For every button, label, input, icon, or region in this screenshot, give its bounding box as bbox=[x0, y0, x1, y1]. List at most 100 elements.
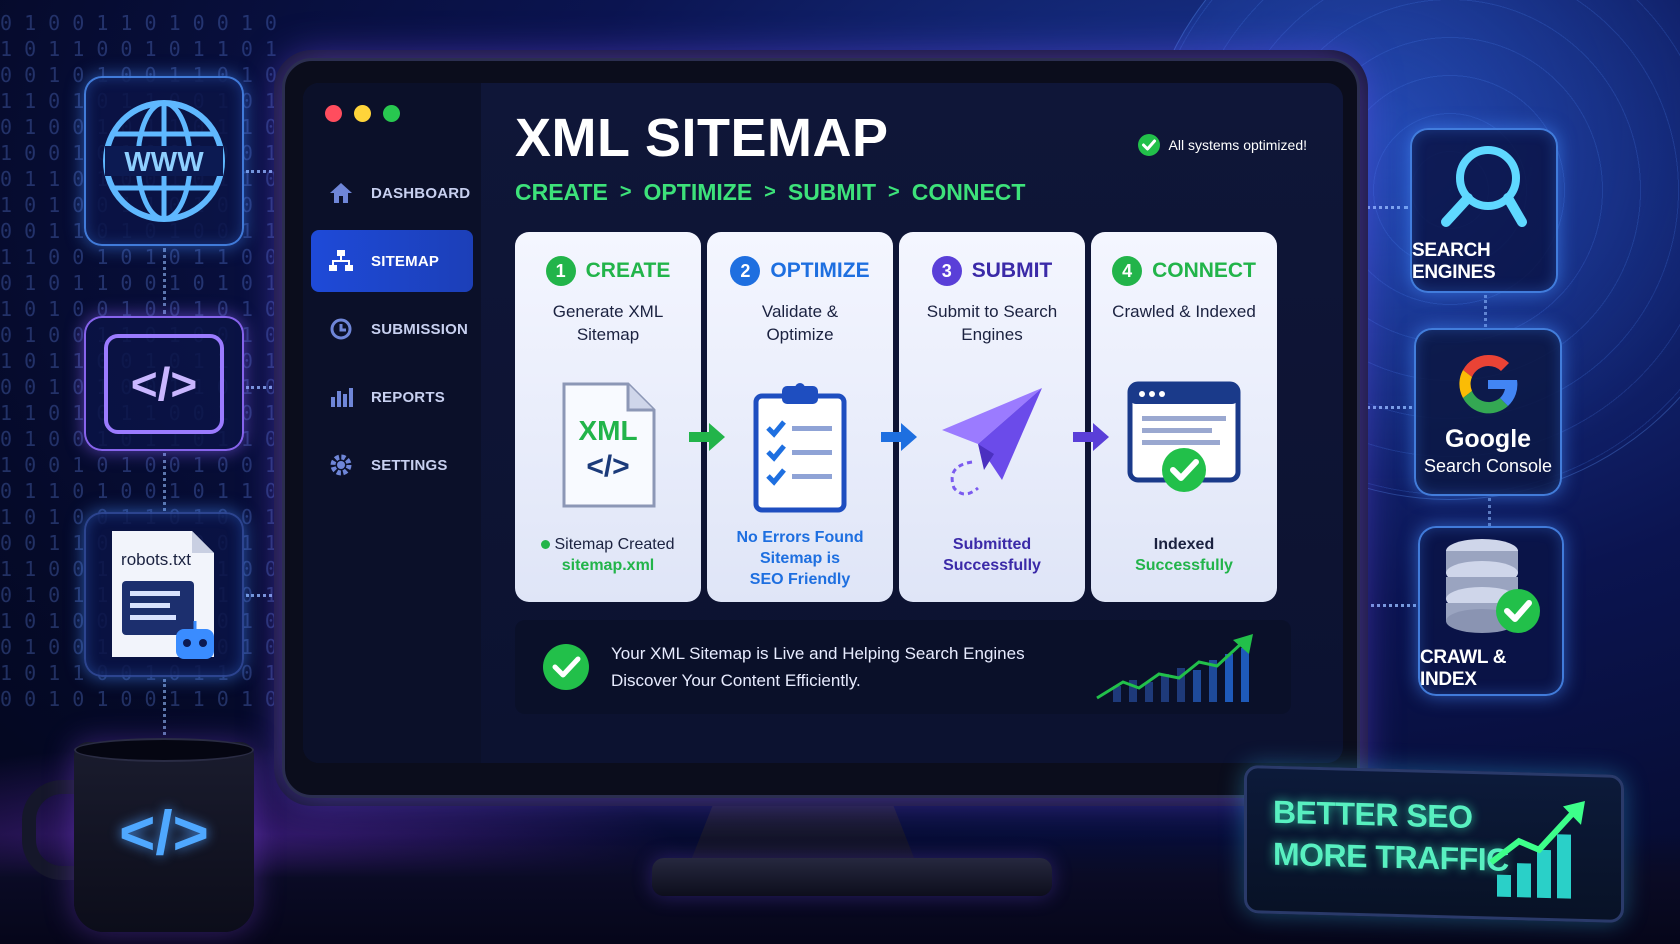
step-card-connect[interactable]: 4 CONNECT Crawled & Indexed bbox=[1091, 232, 1277, 602]
sitemap-icon bbox=[327, 247, 355, 275]
svg-text:robots.txt: robots.txt bbox=[121, 550, 191, 569]
magnifier-icon bbox=[1441, 145, 1527, 227]
connector-line bbox=[163, 248, 166, 314]
sidebar: DASHBOARD SITEMAP SUBMISSION bbox=[303, 83, 481, 763]
status-text: All systems optimized! bbox=[1168, 137, 1307, 153]
bar-chart-icon bbox=[327, 383, 355, 411]
sidebar-item-label: SETTINGS bbox=[371, 456, 448, 474]
gear-icon bbox=[327, 451, 355, 479]
sidebar-item-submission[interactable]: SUBMISSION bbox=[311, 298, 473, 360]
step-result-line2: Sitemap is bbox=[759, 550, 841, 567]
arrow-right-icon bbox=[687, 420, 727, 459]
crawl-index-tile: CRAWL & INDEX bbox=[1418, 526, 1564, 696]
step-header: 3 SUBMIT bbox=[899, 256, 1085, 286]
step-title: CREATE bbox=[585, 259, 671, 282]
step-result: Indexed Successfully bbox=[1091, 534, 1277, 576]
svg-text:WWW: WWW bbox=[124, 146, 204, 177]
connector-line bbox=[246, 594, 284, 597]
crawl-index-label: CRAWL & INDEX bbox=[1420, 647, 1507, 690]
status-dot-icon bbox=[541, 540, 551, 549]
sidebar-item-label: DASHBOARD bbox=[371, 184, 471, 202]
mug-code-icon: </> bbox=[119, 799, 209, 868]
breadcrumb: CREATE > OPTIMIZE > SUBMIT > CONNECT bbox=[515, 179, 1317, 206]
growth-arrow-icon bbox=[1489, 800, 1585, 899]
search-engines-label: SEARCH ENGINES bbox=[1412, 239, 1496, 283]
connector-line bbox=[246, 386, 284, 389]
step-number-badge: 1 bbox=[545, 256, 576, 286]
seo-line1: BETTER SEO bbox=[1273, 793, 1473, 836]
main-content: XML SITEMAP All systems optimized! CREAT… bbox=[481, 83, 1343, 763]
breadcrumb-separator: > bbox=[619, 181, 632, 203]
step-result: Sitemap Created sitemap.xml bbox=[515, 534, 701, 576]
svg-text:</>: </> bbox=[586, 450, 629, 483]
connector-line bbox=[1360, 604, 1416, 607]
sidebar-item-reports[interactable]: REPORTS bbox=[311, 366, 473, 428]
minimize-window-button[interactable] bbox=[354, 105, 371, 122]
seo-slogan: BETTER SEO MORE TRAFFIC bbox=[1273, 791, 1509, 881]
step-card-submit[interactable]: 3 SUBMIT Submit to Search Engines bbox=[899, 232, 1109, 602]
connector-line bbox=[1484, 295, 1487, 327]
maximize-window-button[interactable] bbox=[383, 105, 400, 122]
google-label: Google bbox=[1444, 425, 1532, 453]
breadcrumb-separator: > bbox=[888, 181, 900, 203]
step-result: No Errors Found Sitemap is SEO Friendly bbox=[707, 527, 893, 590]
monitor-stand bbox=[688, 798, 918, 868]
step-result-line1: Submitted bbox=[952, 536, 1032, 553]
banner-line2: Discover Your Content Efficiently. bbox=[611, 671, 861, 690]
xml-file-icon: XML </> bbox=[515, 380, 701, 510]
step-result-line2: Successfully bbox=[943, 557, 1041, 574]
coffee-mug: </> bbox=[74, 742, 254, 932]
robots-file-icon: robots.txt bbox=[112, 530, 214, 659]
sidebar-nav: DASHBOARD SITEMAP SUBMISSION bbox=[303, 162, 481, 496]
www-tile: WWW bbox=[84, 76, 244, 246]
mug-rim bbox=[74, 738, 254, 762]
sidebar-item-dashboard[interactable]: DASHBOARD bbox=[311, 162, 473, 224]
connector-line bbox=[1488, 498, 1491, 526]
svg-text:XML: XML bbox=[578, 415, 637, 446]
submission-icon bbox=[327, 315, 355, 343]
step-result-line1: Sitemap Created bbox=[554, 536, 675, 553]
google-search-console-tile: Google Search Console bbox=[1414, 328, 1562, 496]
breadcrumb-optimize[interactable]: OPTIMIZE bbox=[643, 179, 753, 205]
window-controls bbox=[303, 105, 481, 122]
growth-chart-icon bbox=[1096, 634, 1253, 702]
search-engines-tile: SEARCH ENGINES bbox=[1410, 128, 1558, 293]
step-header: 2 OPTIMIZE bbox=[707, 256, 893, 286]
connector-line bbox=[246, 170, 284, 173]
breadcrumb-separator: > bbox=[764, 181, 776, 203]
page-title: XML SITEMAP bbox=[515, 108, 889, 168]
step-result-line1: Indexed bbox=[1153, 536, 1215, 553]
checklist-clipboard-icon bbox=[707, 380, 893, 514]
connector-line bbox=[163, 679, 166, 741]
workflow-steps: 1 CREATE Generate XML Sitemap XML </> bbox=[515, 232, 1317, 602]
code-icon: </> bbox=[104, 333, 224, 434]
breadcrumb-connect[interactable]: CONNECT bbox=[911, 179, 1026, 205]
check-circle-icon bbox=[543, 644, 589, 690]
monitor-base bbox=[652, 858, 1052, 896]
step-card-optimize[interactable]: 2 OPTIMIZE Validate & Optimize bbox=[707, 232, 917, 602]
code-tile: </> bbox=[84, 316, 244, 451]
step-result-line2: Successfully bbox=[1135, 557, 1233, 574]
breadcrumb-submit[interactable]: SUBMIT bbox=[787, 179, 877, 205]
robots-tile: robots.txt bbox=[84, 512, 244, 677]
step-card-create[interactable]: 1 CREATE Generate XML Sitemap XML </> bbox=[515, 232, 725, 602]
step-title: CONNECT bbox=[1152, 259, 1256, 282]
sidebar-item-settings[interactable]: SETTINGS bbox=[311, 434, 473, 496]
connector-line bbox=[163, 453, 166, 511]
close-window-button[interactable] bbox=[325, 105, 342, 122]
globe-www-icon: WWW bbox=[103, 100, 225, 222]
app-window: DASHBOARD SITEMAP SUBMISSION bbox=[303, 83, 1343, 763]
google-logo-icon bbox=[1459, 354, 1518, 414]
step-description: Validate & Optimize bbox=[761, 302, 839, 344]
step-header: 1 CREATE bbox=[515, 256, 701, 286]
arrow-right-icon bbox=[879, 420, 919, 459]
sidebar-item-sitemap[interactable]: SITEMAP bbox=[311, 230, 473, 292]
arrow-right-icon bbox=[1071, 420, 1111, 459]
breadcrumb-create[interactable]: CREATE bbox=[515, 179, 608, 205]
indexed-browser-icon bbox=[1091, 380, 1277, 500]
home-icon bbox=[327, 179, 355, 207]
banner-line1: Your XML Sitemap is Live and Helping Sea… bbox=[611, 644, 1025, 663]
step-result-line3: SEO Friendly bbox=[749, 571, 851, 588]
status-badge: All systems optimized! bbox=[1137, 133, 1307, 157]
